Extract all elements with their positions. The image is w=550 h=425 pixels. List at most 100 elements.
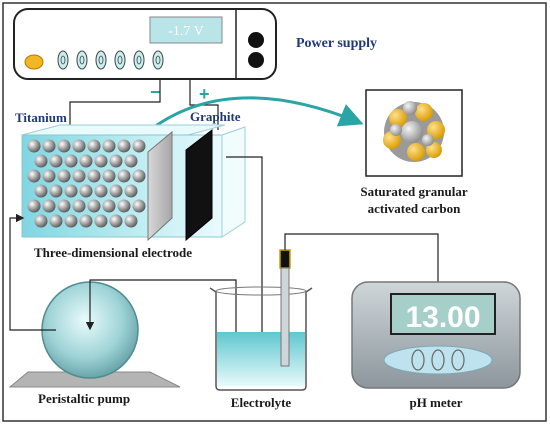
- granular-particles: [27, 139, 146, 228]
- power-supply-label: Power supply: [296, 36, 377, 51]
- terminal-bottom[interactable]: [248, 52, 264, 68]
- particle: [132, 199, 146, 213]
- ph-probe: [279, 249, 291, 367]
- power-indicator-light: [24, 54, 44, 70]
- particle: [124, 214, 138, 228]
- beaker-to-pump-tube: [85, 279, 237, 340]
- voltage-display: [149, 16, 223, 44]
- figure-border: [2, 2, 547, 422]
- ph-meter-button-1[interactable]: [411, 349, 425, 371]
- particle: [49, 214, 63, 228]
- ph-readout: 13.00: [405, 301, 480, 334]
- particle: [34, 154, 48, 168]
- power-supply: -1.7 V: [13, 8, 277, 80]
- knob-6[interactable]: [152, 50, 164, 70]
- particle: [94, 154, 108, 168]
- particle: [57, 169, 71, 183]
- particle: [72, 139, 86, 153]
- ph-meter-label: pH meter: [409, 395, 462, 410]
- particle: [87, 199, 101, 213]
- knob-5[interactable]: [133, 50, 145, 70]
- ph-probe-cable: [284, 233, 439, 282]
- voltage-readout: -1.7 V: [168, 24, 204, 39]
- particle: [94, 214, 108, 228]
- particle: [34, 184, 48, 198]
- ph-meter-button-panel: [383, 345, 493, 375]
- ph-probe-head: [279, 249, 291, 269]
- knob-1[interactable]: [57, 50, 69, 70]
- particle: [49, 154, 63, 168]
- particle: [109, 214, 123, 228]
- particle: [64, 214, 78, 228]
- particle: [27, 139, 41, 153]
- particle: [64, 184, 78, 198]
- beaker-glass: [209, 287, 313, 391]
- particle: [102, 169, 116, 183]
- electrolyte-label: Electrolyte: [231, 395, 292, 410]
- pump-inlet-tube: [9, 213, 56, 331]
- knob-3[interactable]: [95, 50, 107, 70]
- particle: [87, 139, 101, 153]
- positive-terminal-sign: +: [199, 84, 210, 104]
- titanium-label: Titanium: [15, 110, 67, 125]
- tank-top: [21, 124, 226, 136]
- ph-meter: 13.00: [351, 281, 521, 389]
- particle: [132, 139, 146, 153]
- particle: [87, 169, 101, 183]
- particle: [109, 184, 123, 198]
- activated-carbon-label-line1: Saturated granular: [360, 184, 467, 199]
- ph-meter-button-2[interactable]: [431, 349, 445, 371]
- particle: [79, 154, 93, 168]
- graphite-to-beaker-wire: [226, 156, 267, 363]
- particle: [57, 199, 71, 213]
- beaker-rim: [215, 286, 307, 296]
- peristaltic-pump: [8, 281, 181, 388]
- ph-meter-screen: [390, 293, 496, 335]
- knob-4[interactable]: [114, 50, 126, 70]
- particle: [124, 184, 138, 198]
- particle: [109, 154, 123, 168]
- negative-wire: [69, 79, 161, 125]
- three-dimensional-electrode: [21, 124, 246, 242]
- particle: [94, 184, 108, 198]
- particle: [49, 184, 63, 198]
- peristaltic-pump-label: Peristaltic pump: [38, 391, 130, 406]
- particle: [42, 169, 56, 183]
- particle: [79, 184, 93, 198]
- particle: [117, 169, 131, 183]
- activated-carbon-cluster: [383, 101, 445, 162]
- particle: [27, 199, 41, 213]
- tank-side: [221, 126, 246, 238]
- titanium-plate: [147, 130, 173, 242]
- particle: [42, 199, 56, 213]
- particle: [79, 214, 93, 228]
- output-terminals: [248, 32, 264, 68]
- graphite-plate: [185, 128, 213, 242]
- particle: [117, 139, 131, 153]
- particle: [72, 199, 86, 213]
- ph-meter-button-3[interactable]: [451, 349, 465, 371]
- particle: [102, 199, 116, 213]
- particle: [117, 199, 131, 213]
- particle: [27, 169, 41, 183]
- particle: [132, 169, 146, 183]
- particle: [124, 154, 138, 168]
- activated-carbon-panel: [365, 89, 463, 177]
- electrolyte-beaker: [209, 286, 313, 391]
- ph-probe-shaft: [280, 267, 290, 367]
- control-knobs: [57, 50, 164, 70]
- particle: [42, 139, 56, 153]
- particle: [64, 154, 78, 168]
- particle: [34, 214, 48, 228]
- terminal-top[interactable]: [248, 32, 264, 48]
- particle: [57, 139, 71, 153]
- three-dimensional-electrode-label: Three-dimensional electrode: [34, 245, 192, 260]
- activated-carbon-label-line2: activated carbon: [368, 201, 462, 216]
- particle: [72, 169, 86, 183]
- particle: [102, 139, 116, 153]
- knob-2[interactable]: [76, 50, 88, 70]
- negative-terminal-sign: −: [150, 82, 161, 102]
- electrolyte-solution: [217, 332, 305, 386]
